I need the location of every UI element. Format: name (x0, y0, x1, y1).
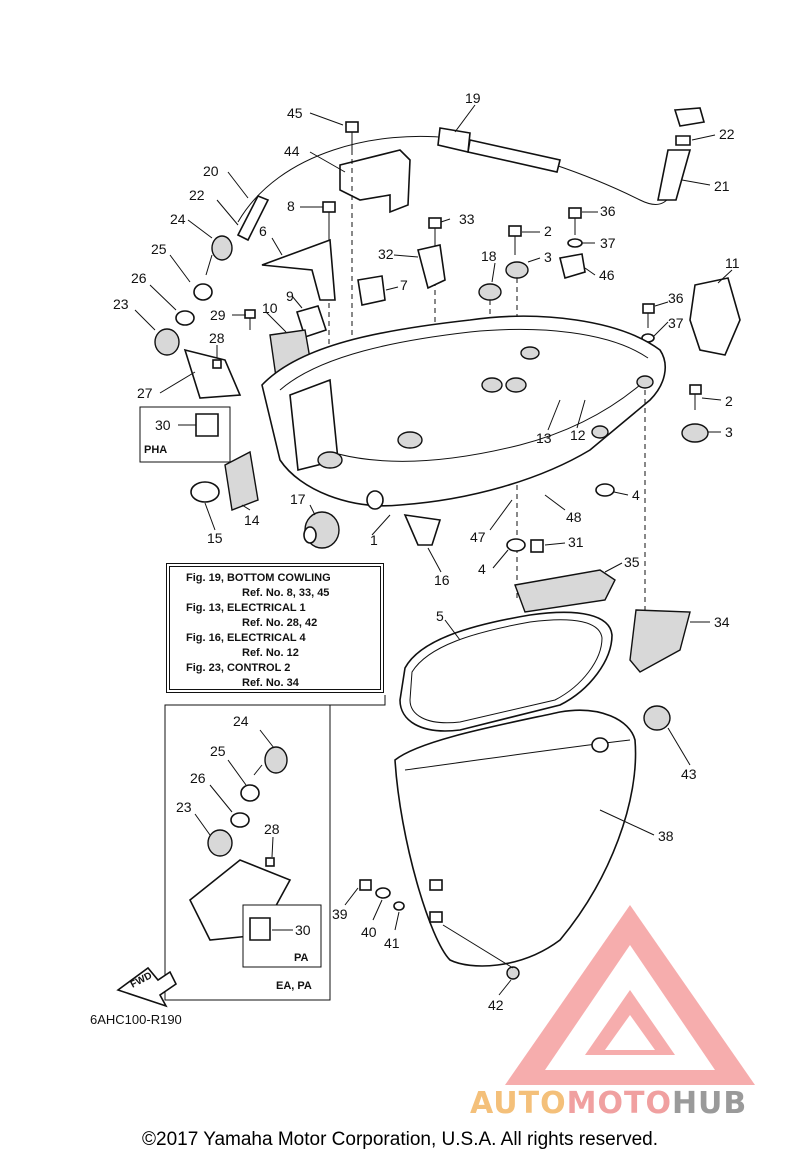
reference-row: Fig. 19, BOTTOM COWLING (186, 572, 331, 584)
callout-label: 39 (332, 906, 348, 922)
callout-label: 2 (544, 223, 552, 239)
reference-row: Fig. 16, ELECTRICAL 4 (186, 632, 306, 644)
callout-numbers: 45 19 22 44 21 20 8 33 2 36 37 22 6 24 3… (113, 90, 740, 1013)
watermark-text: AUTOMOTOHUB (470, 1086, 747, 1121)
callout-label: 38 (658, 828, 674, 844)
callout-label: 13 (536, 430, 552, 446)
inset-label-pha: PHA (144, 444, 168, 456)
callout-label: 30 (295, 922, 311, 938)
reference-box-frame (166, 563, 384, 693)
callout-label: 23 (176, 799, 192, 815)
callout-label: 3 (725, 424, 733, 440)
callout-label: 4 (632, 487, 640, 503)
callout-label: 40 (361, 924, 377, 940)
watermark-part: HUB (671, 1086, 748, 1121)
reference-row: Ref. No. 12 (242, 647, 299, 659)
callout-label: 10 (262, 300, 278, 316)
callout-label: 19 (465, 90, 481, 106)
callout-label: 22 (189, 187, 205, 203)
reference-row: Ref. No. 34 (242, 677, 299, 689)
callout-label: 25 (151, 241, 167, 257)
callout-label: 20 (203, 163, 219, 179)
callout-label: 24 (233, 713, 249, 729)
reference-row: Fig. 23, CONTROL 2 (186, 662, 291, 674)
reference-row: Fig. 13, ELECTRICAL 1 (186, 602, 306, 614)
callout-label: 27 (137, 385, 153, 401)
callout-label: 21 (714, 178, 730, 194)
callout-label: 41 (384, 935, 400, 951)
callout-label: 37 (600, 235, 616, 251)
inset-label-ea-pa: EA, PA (276, 980, 312, 992)
callout-label: 2 (725, 393, 733, 409)
callout-label: 23 (113, 296, 129, 312)
callout-label: 44 (284, 143, 300, 159)
callout-label: 18 (481, 248, 497, 264)
callout-label: 28 (209, 330, 225, 346)
callout-label: 30 (155, 417, 171, 433)
inset-label-pa: PA (294, 952, 309, 964)
callout-label: 12 (570, 427, 586, 443)
callout-label: 25 (210, 743, 226, 759)
reference-row: Ref. No. 28, 42 (242, 617, 318, 629)
callout-label: 29 (210, 307, 226, 323)
callout-label: 45 (287, 105, 303, 121)
callout-label: 6 (259, 223, 267, 239)
callout-label: 28 (264, 821, 280, 837)
reference-row: Ref. No. 8, 33, 45 (242, 587, 330, 599)
leader-lines (134, 104, 733, 996)
callout-label: 16 (434, 572, 450, 588)
callout-label: 5 (436, 608, 444, 624)
reference-box: Fig. 19, BOTTOM COWLING Ref. No. 8, 33, … (166, 563, 384, 693)
callout-label: 31 (568, 534, 584, 550)
callout-label: 43 (681, 766, 697, 782)
callout-label: 33 (459, 211, 475, 227)
callout-label: 11 (725, 255, 740, 271)
callout-label: 14 (244, 512, 260, 528)
callout-label: 37 (668, 315, 684, 331)
callout-label: 17 (290, 491, 306, 507)
callout-label: 34 (714, 614, 730, 630)
watermark-logo (505, 905, 755, 1085)
callout-label: 42 (488, 997, 504, 1013)
callout-label: 26 (190, 770, 206, 786)
callout-label: 1 (370, 532, 378, 548)
callout-label: 8 (287, 198, 295, 214)
callout-label: 24 (170, 211, 186, 227)
watermark-part: MOTO (566, 1086, 672, 1121)
callout-label: 47 (470, 529, 486, 545)
drawing-code: 6AHC100-R190 (90, 1012, 182, 1027)
callout-label: 36 (600, 203, 616, 219)
callout-label: 3 (544, 249, 552, 265)
callout-label: 4 (478, 561, 486, 577)
callout-label: 46 (599, 267, 615, 283)
copyright-notice: ©2017 Yamaha Motor Corporation, U.S.A. A… (142, 1129, 658, 1150)
callout-label: 35 (624, 554, 640, 570)
callout-label: 32 (378, 246, 394, 262)
watermark-part: AUTO (470, 1086, 567, 1121)
callout-label: 15 (207, 530, 223, 546)
callout-label: 22 (719, 126, 735, 142)
callout-label: 36 (668, 290, 684, 306)
callout-label: 9 (286, 288, 294, 304)
callout-label: 48 (566, 509, 582, 525)
callout-label: 26 (131, 270, 147, 286)
callout-label: 7 (400, 277, 408, 293)
